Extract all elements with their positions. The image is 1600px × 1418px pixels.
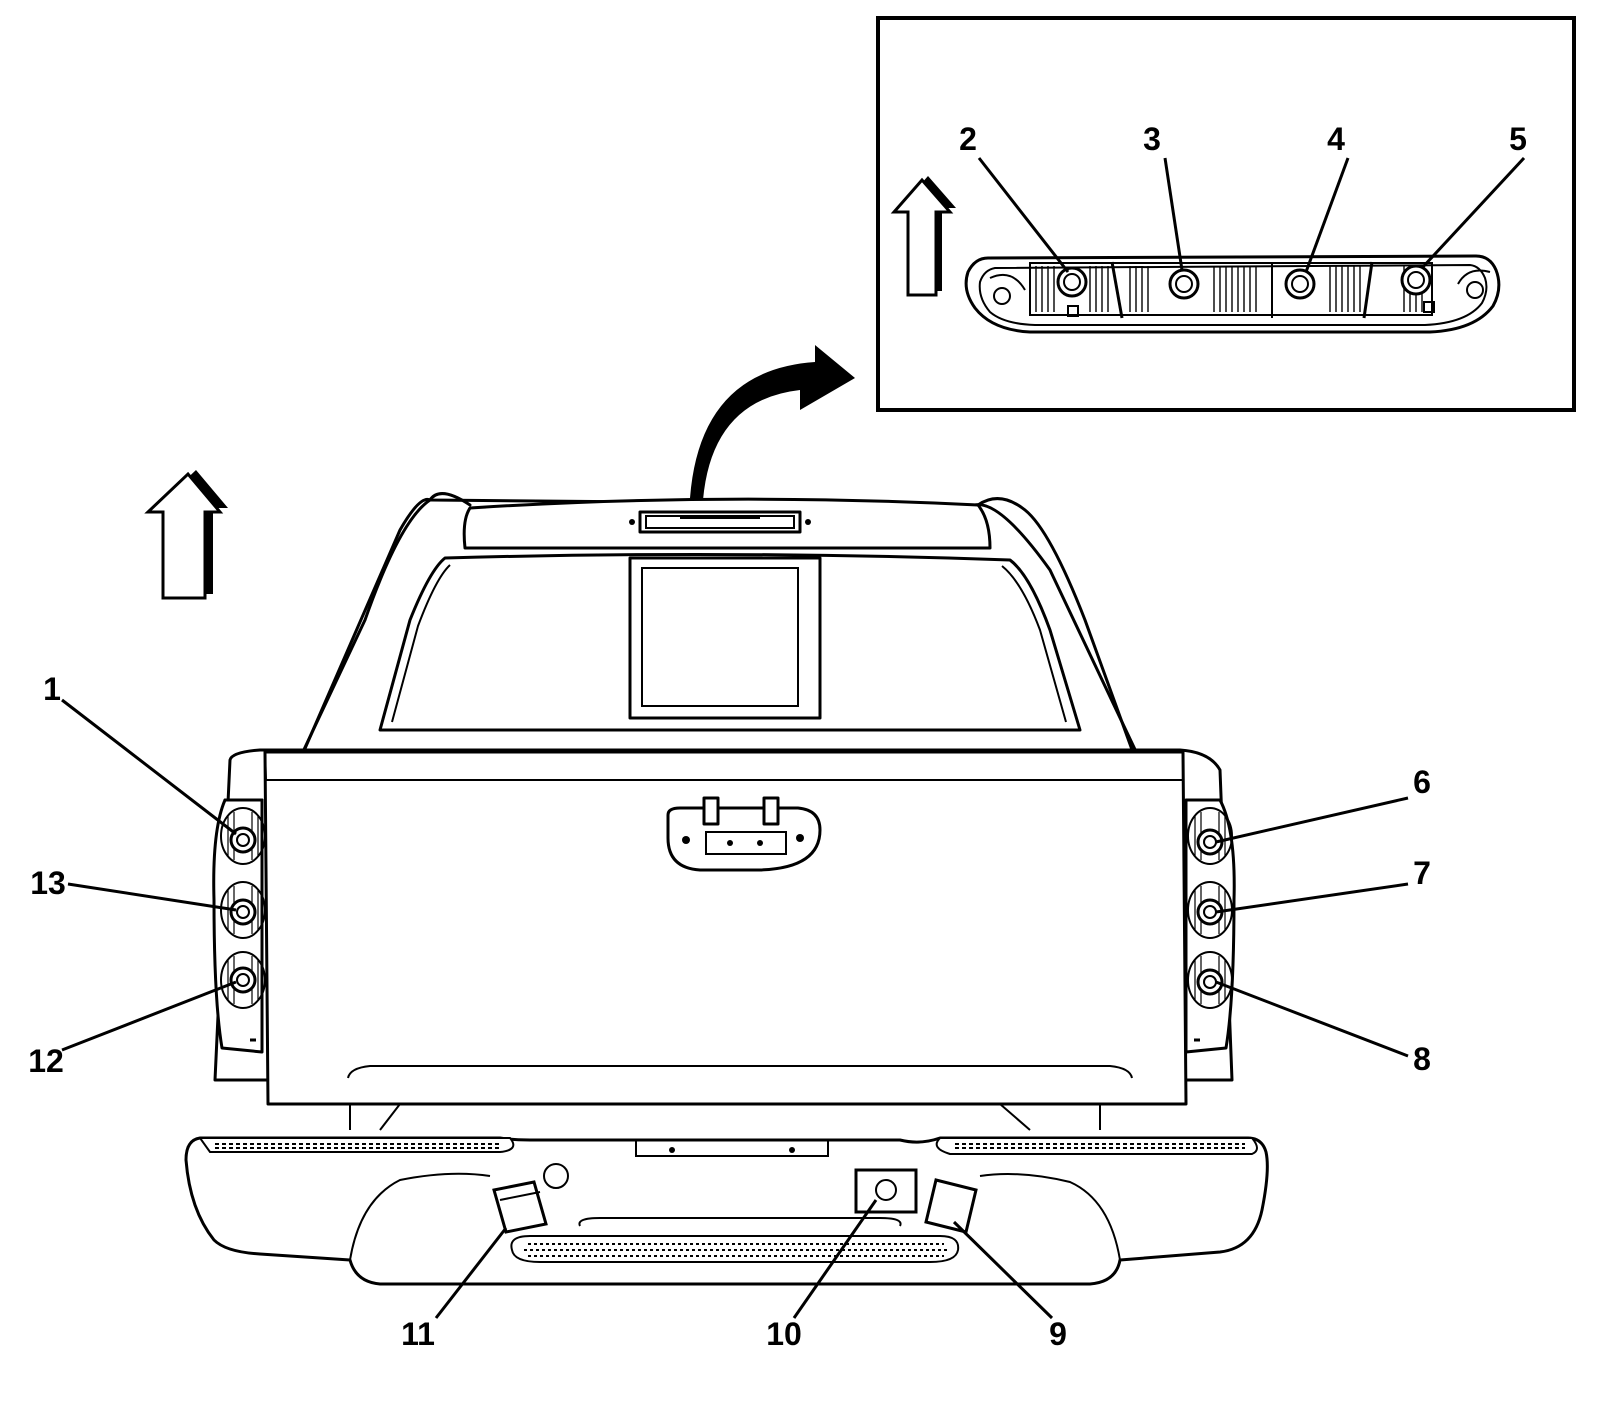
right-tail-lamp: [1187, 807, 1233, 1042]
left-tail-lamp: [220, 807, 266, 1042]
leader-10: [792, 1199, 878, 1319]
tailgate: [263, 749, 1188, 1106]
bulb-2-icon: [1056, 266, 1088, 317]
up-arrow-icon: [144, 470, 228, 600]
leader-8: [1215, 980, 1409, 1058]
callout-12: 12: [28, 1043, 64, 1079]
bulb-3-icon: [1168, 268, 1200, 300]
callout-5: 5: [1509, 121, 1527, 157]
callout-9: 9: [1049, 1316, 1067, 1352]
callout-10: 10: [766, 1316, 802, 1352]
inset-frame: [876, 16, 1576, 412]
leader-12: [61, 980, 237, 1052]
callout-2: 2: [959, 121, 977, 157]
leader-5: [1420, 156, 1526, 270]
callout-11: 11: [401, 1316, 435, 1352]
callout-6: 6: [1413, 764, 1431, 800]
leader-2: [977, 157, 1070, 273]
callout-13: 13: [30, 865, 66, 901]
leader-13: [67, 882, 237, 912]
up-arrow-icon: [890, 176, 956, 297]
leader-3: [1163, 157, 1184, 271]
rear-bumper: [184, 1136, 1269, 1286]
leader-9: [952, 1220, 1054, 1320]
callout-8: 8: [1413, 1041, 1431, 1077]
truck-rear-view: [184, 492, 1269, 1286]
callout-3: 3: [1143, 121, 1161, 157]
leader-4: [1304, 157, 1350, 273]
callout-1: 1: [43, 671, 61, 707]
left-license-lamp: [492, 1180, 548, 1234]
inset-detail: [876, 16, 1576, 412]
curved-arrow-icon: [690, 345, 855, 500]
bulb-4-icon: [1284, 268, 1316, 300]
leader-11: [434, 1227, 508, 1319]
leader-1: [61, 698, 237, 836]
callout-4: 4: [1327, 121, 1345, 157]
leader-6: [1215, 796, 1409, 844]
callout-7: 7: [1413, 855, 1431, 891]
right-license-lamp: [924, 1178, 978, 1234]
chmsl-lamp-assembly: [964, 254, 1501, 334]
bulb-5-icon: [1400, 264, 1435, 313]
leader-7: [1215, 882, 1409, 914]
